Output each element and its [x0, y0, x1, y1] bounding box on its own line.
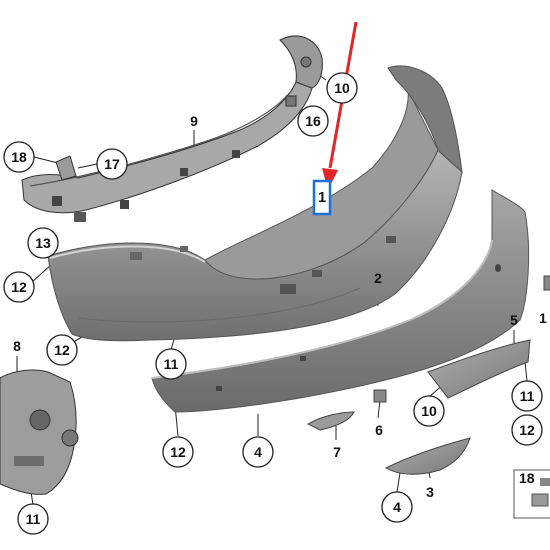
- part-label-7: 7: [333, 444, 341, 460]
- part-label-17: 17: [104, 156, 120, 172]
- callout-16: 16: [297, 105, 329, 137]
- part-label-12: 12: [11, 279, 27, 295]
- callout-18-left: 18: [3, 141, 35, 173]
- lower-bumper-trim: [151, 189, 530, 413]
- part-label-9: 9: [190, 113, 198, 129]
- part-label-1: 1: [318, 189, 326, 206]
- part-label-13: 13: [35, 235, 51, 251]
- callout-12-a: 12: [3, 271, 35, 303]
- part-label-cut-right: 1: [539, 310, 547, 326]
- part-label-18: 18: [519, 470, 535, 486]
- bumper-cover: [47, 65, 463, 342]
- part-label-3: 3: [426, 484, 434, 500]
- callout-12-b: 12: [46, 334, 78, 366]
- callout-11-b: 11: [511, 380, 543, 412]
- part-label-10: 10: [421, 403, 437, 419]
- small-parts: [55, 56, 550, 475]
- highlight-box: [312, 179, 332, 216]
- pointer-arrow: [322, 21, 358, 190]
- upper-carrier-bracket: [21, 35, 323, 222]
- callout-12-d: 12: [511, 414, 543, 446]
- callout-10-bottom: 10: [413, 395, 445, 427]
- part-label-16: 16: [305, 113, 321, 129]
- part-label-2: 2: [374, 270, 382, 286]
- part-label-4: 4: [254, 444, 262, 460]
- part-label-4: 4: [393, 499, 401, 515]
- part-label-12: 12: [54, 342, 70, 358]
- part-label-5: 5: [510, 312, 518, 328]
- part-label-11: 11: [164, 356, 179, 372]
- part-label-8: 8: [13, 338, 21, 354]
- callout-17: 17: [96, 148, 128, 180]
- part-label-11: 11: [26, 511, 41, 527]
- callout-11-c: 11: [17, 503, 49, 535]
- part-label-18: 18: [11, 149, 27, 165]
- callout-12-c: 12: [162, 436, 194, 468]
- part-label-12: 12: [519, 422, 535, 438]
- side-bracket: [0, 369, 79, 495]
- part-label-6: 6: [375, 422, 383, 438]
- callout-13: 13: [27, 227, 59, 259]
- callout-11-a: 11: [155, 348, 187, 380]
- part-label-11: 11: [520, 388, 535, 404]
- callout-4-b: 4: [381, 491, 413, 523]
- part-label-12: 12: [170, 444, 186, 460]
- detail-box-18: 18: [513, 469, 550, 519]
- part-label-10: 10: [334, 80, 350, 96]
- callout-4-a: 4: [242, 436, 274, 468]
- callout-10-top: 10: [326, 72, 358, 104]
